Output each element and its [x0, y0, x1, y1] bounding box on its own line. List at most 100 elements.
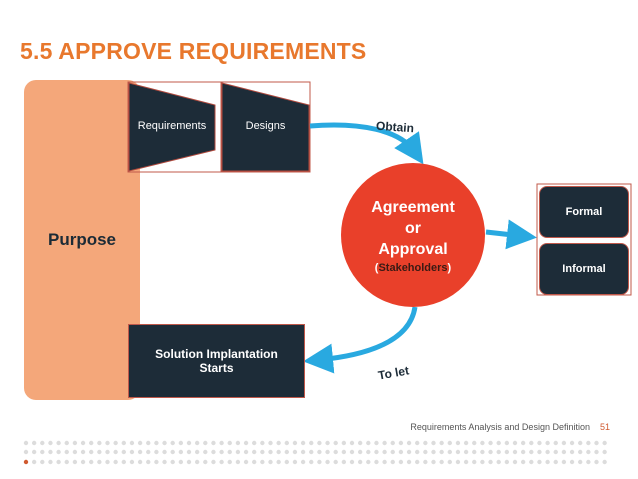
- progress-dot: [276, 459, 281, 465]
- progress-dot: [31, 449, 37, 455]
- progress-dot: [333, 440, 338, 446]
- progress-dot: [545, 459, 550, 465]
- progress-dot: [146, 459, 151, 465]
- progress-dot: [561, 449, 567, 455]
- progress-dot: [496, 449, 501, 455]
- progress-dot: [56, 459, 61, 465]
- stakeholders-label: (Stakeholders): [375, 262, 451, 274]
- progress-dot: [594, 449, 599, 455]
- progress-dot: [496, 459, 501, 465]
- progress-dot: [586, 459, 591, 465]
- progress-dot: [113, 459, 118, 465]
- progress-dot: [537, 440, 542, 446]
- open-paren: (: [374, 261, 379, 274]
- progress-dot: [194, 440, 200, 446]
- progress-dot: [463, 459, 469, 465]
- progress-dot: [594, 440, 599, 446]
- progress-dot: [137, 449, 143, 455]
- progress-dot: [31, 440, 37, 446]
- progress-dot: [382, 459, 387, 465]
- progress-dot: [602, 449, 607, 455]
- progress-dot: [260, 440, 265, 446]
- stakeholders-text: Stakeholders: [378, 261, 448, 274]
- progress-dot: [382, 449, 387, 455]
- progress-dot: [529, 449, 534, 455]
- progress-dot: [162, 440, 167, 446]
- agreement-circle: Agreement or Approval (Stakeholders): [341, 163, 485, 307]
- obtain-arrow: [309, 122, 424, 165]
- progress-dot: [602, 440, 607, 446]
- progress-dot: [40, 449, 45, 455]
- progress-dot: [333, 459, 338, 465]
- progress-dot: [463, 440, 469, 446]
- progress-dot: [366, 440, 371, 446]
- outcome-line2: Starts: [199, 361, 234, 375]
- progress-dot: [276, 440, 281, 446]
- progress-dot: [569, 449, 575, 455]
- progress-dot: [56, 449, 61, 455]
- progress-dot: [504, 440, 510, 446]
- progress-dot: [113, 449, 118, 455]
- progress-dot: [137, 440, 143, 446]
- purpose-box: Purpose: [24, 80, 140, 400]
- progress-dot: [309, 449, 314, 455]
- progress-dot: [211, 440, 216, 446]
- progress-dot: [504, 449, 510, 455]
- progress-dot: [137, 459, 143, 465]
- progress-dot: [300, 440, 306, 446]
- progress-dot: [284, 449, 289, 455]
- progress-dot: [154, 449, 159, 455]
- inputs-frame: [127, 81, 311, 173]
- progress-dot: [64, 440, 69, 446]
- progress-dot: [415, 440, 420, 446]
- progress-dot: [72, 440, 78, 446]
- progress-dot: [48, 449, 53, 455]
- progress-dot: [406, 449, 412, 455]
- progress-dot: [317, 459, 322, 465]
- progress-dot: [203, 459, 208, 465]
- progress-dot: [105, 440, 110, 446]
- progress-dot: [439, 440, 444, 446]
- progress-dot: [211, 459, 216, 465]
- progress-dot: [390, 440, 395, 446]
- progress-dot: [447, 449, 452, 455]
- footer-text: Requirements Analysis and Design Definit…: [410, 422, 590, 432]
- progress-dot: [219, 449, 224, 455]
- progress-dot: [276, 449, 281, 455]
- progress-dot: [292, 440, 298, 446]
- progress-dot: [415, 459, 420, 465]
- progress-dot: [178, 440, 184, 446]
- progress-dot: [398, 449, 404, 455]
- progress-dot: [325, 459, 330, 465]
- progress-dot: [553, 459, 558, 465]
- progress-dot: [178, 449, 184, 455]
- progress-dot: [268, 459, 273, 465]
- progress-dot: [398, 459, 404, 465]
- progress-dot: [586, 440, 591, 446]
- obtain-label: Obtain: [375, 118, 415, 136]
- progress-dot: [349, 459, 355, 465]
- progress-dot: [569, 459, 575, 465]
- progress-dot: [129, 440, 135, 446]
- progress-dot: [529, 459, 534, 465]
- progress-dot: [154, 459, 159, 465]
- requirements-label: Requirements: [137, 120, 207, 132]
- progress-dot: [284, 440, 289, 446]
- center-line3: Approval: [378, 240, 448, 258]
- progress-dot: [357, 459, 363, 465]
- progress-dot: [219, 459, 224, 465]
- progress-dot: [341, 459, 347, 465]
- progress-dot: [520, 449, 526, 455]
- progress-dot: [227, 440, 232, 446]
- progress-dot: [561, 459, 567, 465]
- progress-dot: [472, 449, 477, 455]
- progress-dot: [243, 459, 249, 465]
- progress-dot: [480, 449, 485, 455]
- page-number: 51: [599, 422, 610, 432]
- progress-dot: [292, 449, 298, 455]
- progress-dot: [431, 440, 436, 446]
- progress-dot: [121, 449, 127, 455]
- progress-dot: [537, 449, 542, 455]
- progress-dot: [569, 440, 575, 446]
